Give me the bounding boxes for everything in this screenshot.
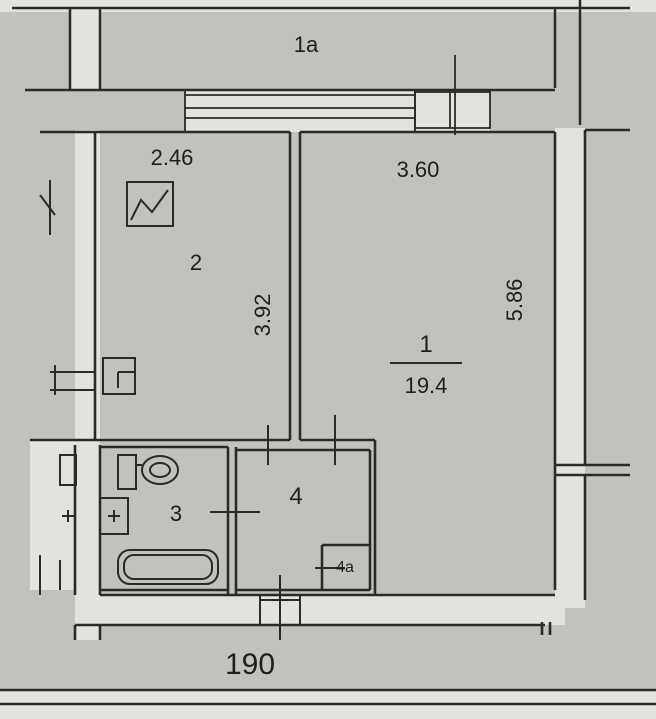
number-190: 190 xyxy=(225,648,275,681)
top-window xyxy=(184,90,491,132)
door-marks xyxy=(210,415,345,640)
room-2-width-label: 2.46 xyxy=(151,145,194,170)
heating-symbol xyxy=(126,181,174,227)
room-1a-label: 1a xyxy=(294,32,319,57)
room-3-number: 3 xyxy=(170,501,182,526)
loggia xyxy=(12,0,630,125)
room-1-length-label: 5.86 xyxy=(502,279,527,322)
left-fixtures xyxy=(39,180,136,595)
room-1-number: 1 xyxy=(419,331,432,358)
room-4-number: 4 xyxy=(289,483,302,510)
room-1-width-label: 3.60 xyxy=(397,157,440,182)
bathroom-fixtures xyxy=(59,454,219,585)
room-2-length-label: 3.92 xyxy=(250,294,275,337)
room-1-area: 19.4 xyxy=(405,373,448,398)
room-4a-number: 4a xyxy=(336,559,354,576)
room-2-number: 2 xyxy=(190,250,202,275)
